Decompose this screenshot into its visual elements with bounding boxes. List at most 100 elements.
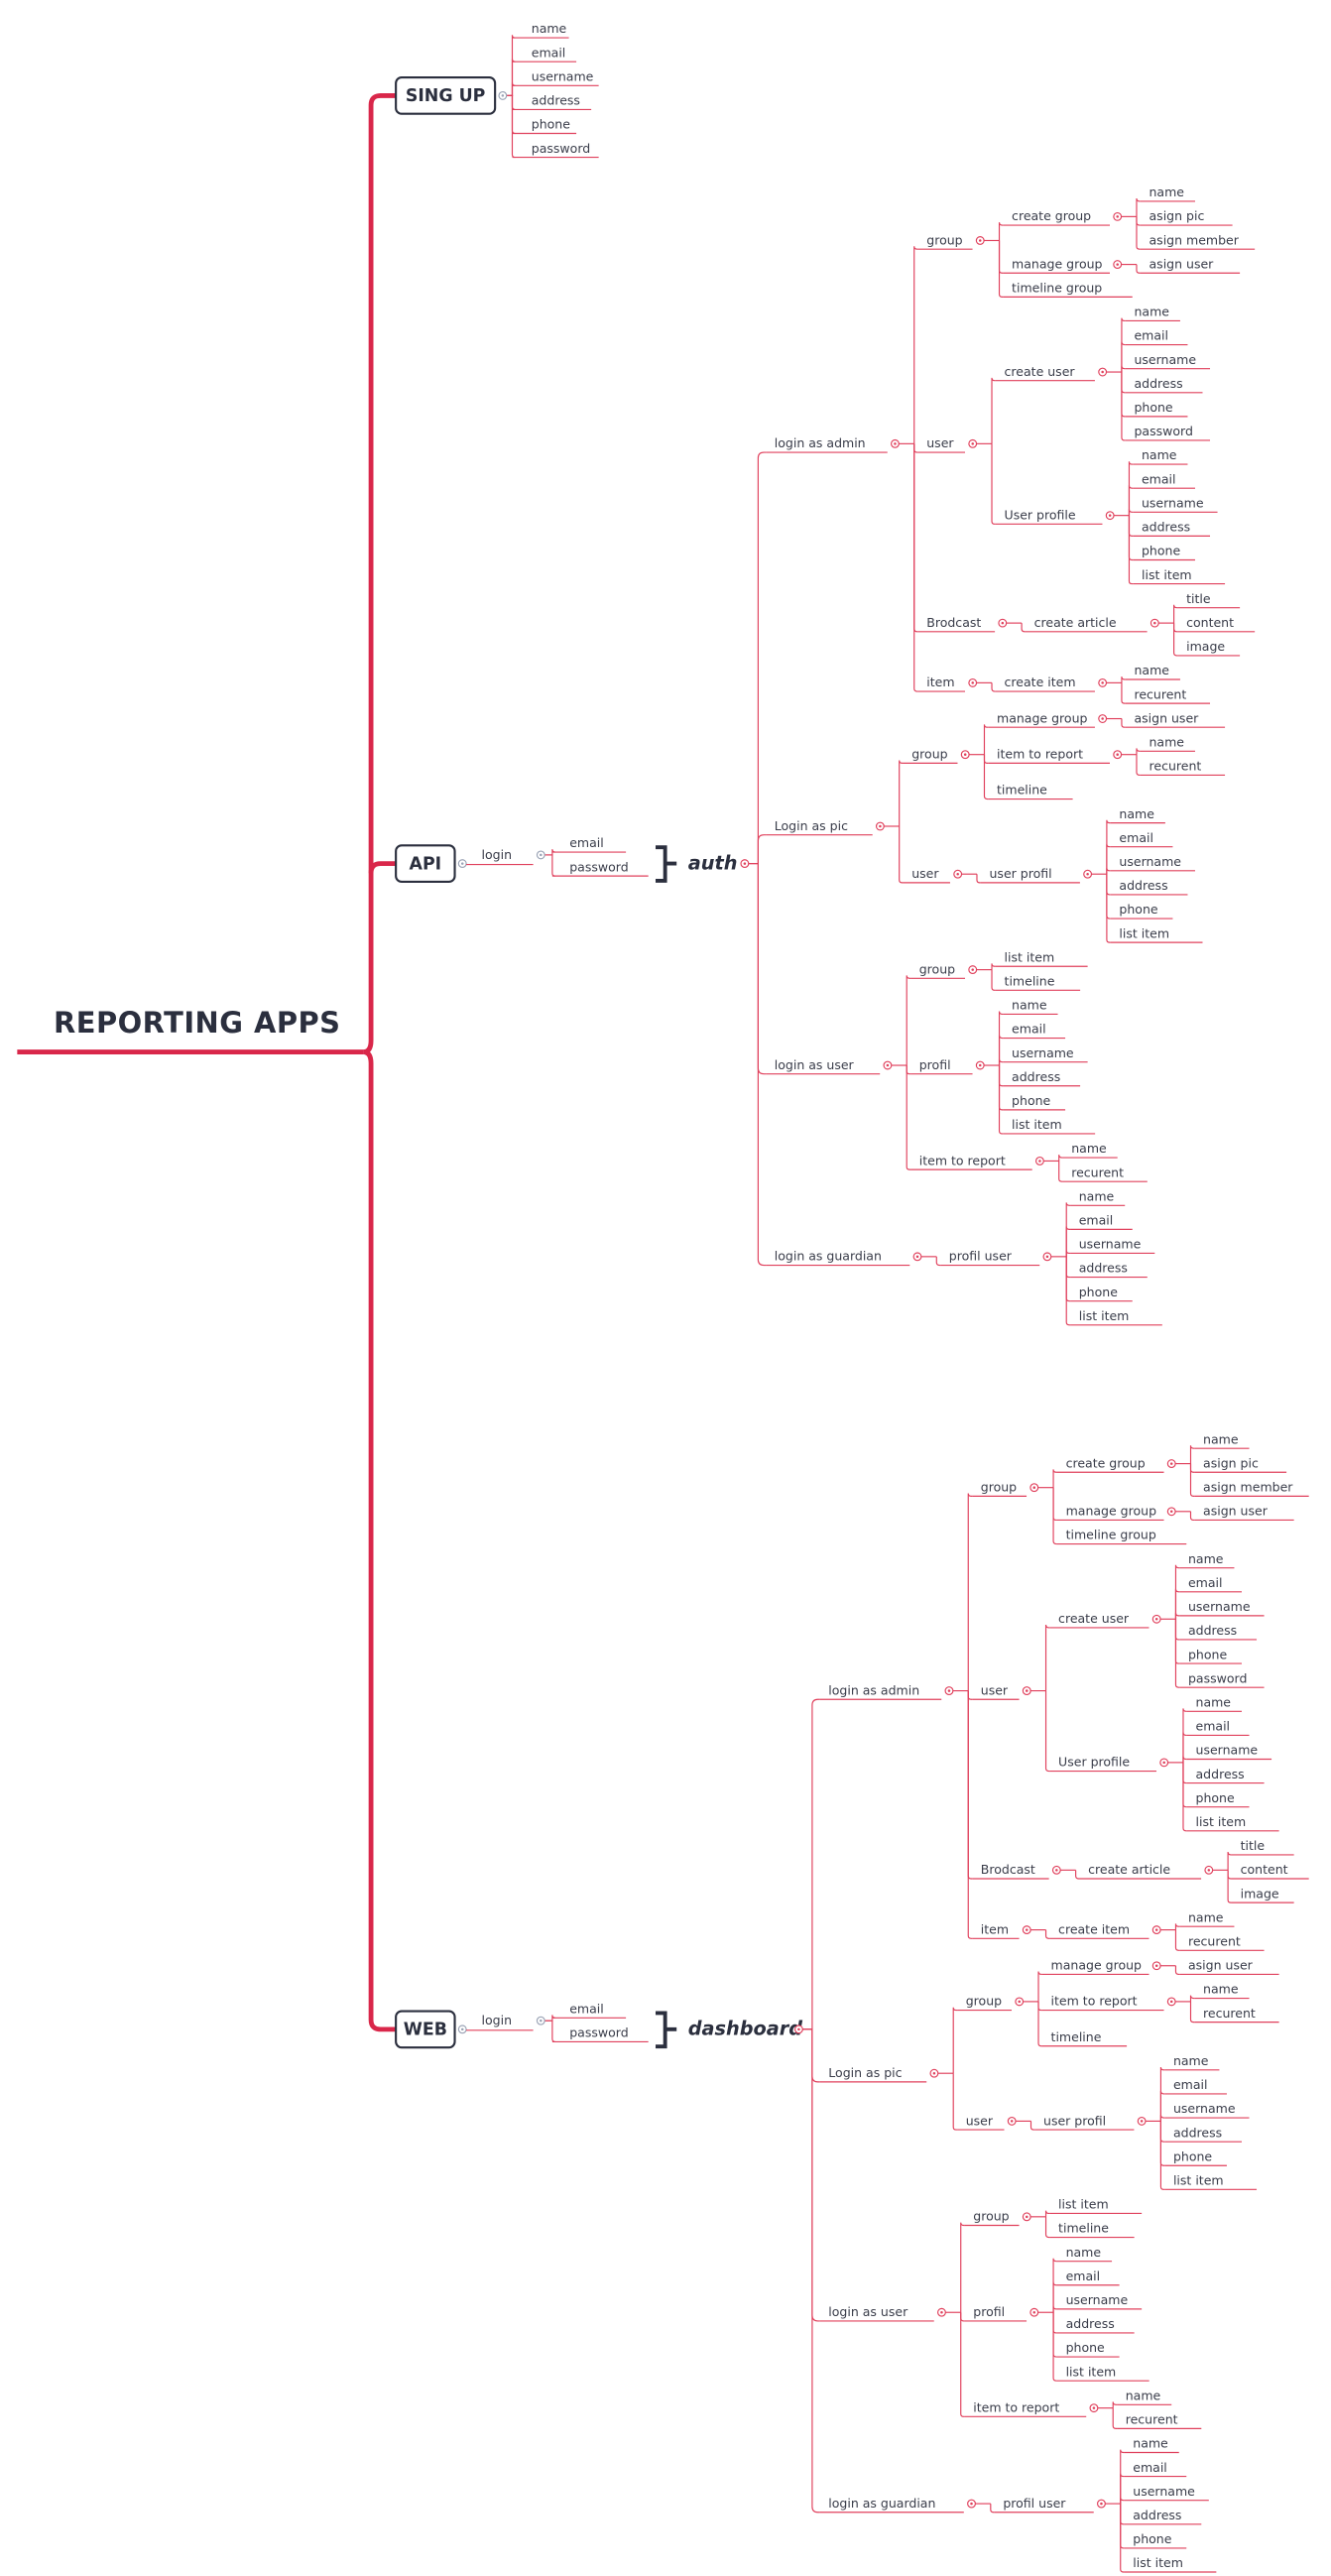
node-phone[interactable]: phone	[1079, 1285, 1118, 1299]
node-list-item[interactable]: list item	[1012, 1117, 1062, 1132]
node-profil[interactable]: profil	[919, 1057, 951, 1072]
node-name[interactable]: name	[1126, 2388, 1161, 2402]
branch-box-sing-up[interactable]	[395, 76, 497, 115]
node-email[interactable]: email	[569, 835, 604, 850]
node-email[interactable]: email	[1134, 328, 1168, 343]
node-profil[interactable]: profil	[973, 2304, 1005, 2319]
node-list-item[interactable]: list item	[1066, 2364, 1117, 2379]
node-name[interactable]: name	[1150, 734, 1185, 749]
node-timeline[interactable]: timeline	[1051, 2029, 1102, 2044]
node-name[interactable]: name	[1203, 1982, 1239, 1997]
node-password[interactable]: password	[569, 2025, 628, 2040]
node-timeline-group[interactable]: timeline group	[1066, 1528, 1156, 1542]
node-email[interactable]: email	[532, 45, 566, 60]
node-list-item[interactable]: list item	[1133, 2555, 1183, 2570]
node-password[interactable]: password	[532, 141, 590, 156]
node-recurent[interactable]: recurent	[1188, 1934, 1241, 1949]
node-name[interactable]: name	[1173, 2053, 1209, 2068]
node-create-user[interactable]: create user	[1058, 1611, 1130, 1626]
node-asign-user[interactable]: asign user	[1203, 1504, 1269, 1519]
node-list-item[interactable]: list item	[1005, 949, 1055, 964]
node-list-item[interactable]: list item	[1058, 2197, 1109, 2212]
node-create-group[interactable]: create group	[1012, 208, 1091, 223]
node-manage-group[interactable]: manage group	[1012, 256, 1102, 271]
node-title[interactable]: title	[1186, 591, 1211, 606]
summary-auth[interactable]: auth	[688, 851, 738, 874]
node-list-item[interactable]: list item	[1173, 2173, 1224, 2188]
node-name[interactable]: name	[1066, 2245, 1102, 2260]
node-email[interactable]: email	[1119, 830, 1153, 845]
node-address[interactable]: address	[1134, 376, 1182, 391]
node-phone[interactable]: phone	[1173, 2148, 1212, 2163]
node-list-item[interactable]: list item	[1196, 1814, 1247, 1829]
node-username[interactable]: username	[1173, 2101, 1236, 2116]
node-profil-user[interactable]: profil user	[949, 1249, 1013, 1264]
node-create-user[interactable]: create user	[1005, 364, 1076, 379]
node-name[interactable]: name	[1079, 1188, 1115, 1203]
node-item-to-report[interactable]: item to report	[973, 2400, 1059, 2415]
node-login[interactable]: login	[482, 2013, 513, 2027]
node-address[interactable]: address	[532, 93, 580, 108]
node-list-item[interactable]: list item	[1079, 1308, 1130, 1323]
node-email[interactable]: email	[1196, 1719, 1231, 1734]
node-item[interactable]: item	[981, 1921, 1009, 1936]
node-name[interactable]: name	[1134, 305, 1169, 319]
node-login-as-user[interactable]: login as user	[775, 1057, 855, 1072]
node-password[interactable]: password	[1134, 424, 1192, 438]
node-asign-user[interactable]: asign user	[1150, 256, 1215, 271]
node-password[interactable]: password	[1188, 1670, 1247, 1685]
node-group[interactable]: group	[926, 232, 962, 247]
node-login-as-admin[interactable]: login as admin	[775, 435, 866, 450]
node-group[interactable]: group	[981, 1480, 1017, 1495]
node-recurent[interactable]: recurent	[1134, 686, 1186, 701]
node-address[interactable]: address	[1188, 1623, 1237, 1638]
node-manage-group[interactable]: manage group	[997, 710, 1087, 725]
node-create-item[interactable]: create item	[1005, 675, 1076, 689]
node-title[interactable]: title	[1241, 1838, 1266, 1853]
node-address[interactable]: address	[1133, 2508, 1181, 2522]
node-login[interactable]: login	[482, 847, 513, 862]
node-phone[interactable]: phone	[1119, 902, 1157, 917]
node-email[interactable]: email	[1079, 1213, 1114, 1228]
node-image[interactable]: image	[1241, 1886, 1279, 1901]
node-address[interactable]: address	[1196, 1767, 1245, 1781]
node-login-as-pic[interactable]: Login as pic	[775, 818, 848, 833]
node-name[interactable]: name	[532, 21, 567, 36]
node-name[interactable]: name	[1188, 1551, 1224, 1566]
node-timeline[interactable]: timeline	[1005, 974, 1055, 989]
node-asign-user[interactable]: asign user	[1188, 1958, 1254, 1973]
node-email[interactable]: email	[1188, 1575, 1223, 1590]
node-user[interactable]: user	[981, 1682, 1009, 1697]
node-user[interactable]: user	[926, 435, 954, 450]
node-recurent[interactable]: recurent	[1071, 1165, 1124, 1179]
node-asign-pic[interactable]: asign pic	[1203, 1455, 1259, 1470]
summary-dashboard[interactable]: dashboard	[688, 2018, 803, 2040]
node-name[interactable]: name	[1150, 184, 1185, 199]
node-timeline[interactable]: timeline	[997, 783, 1047, 797]
node-profil-user[interactable]: profil user	[1003, 2496, 1066, 2511]
node-username[interactable]: username	[532, 68, 594, 83]
node-user[interactable]: user	[911, 866, 939, 881]
node-email[interactable]: email	[569, 2001, 604, 2016]
node-name[interactable]: name	[1142, 447, 1177, 462]
node-name[interactable]: name	[1196, 1694, 1232, 1709]
node-list-item[interactable]: list item	[1119, 925, 1169, 940]
node-username[interactable]: username	[1012, 1045, 1074, 1060]
node-user-profil[interactable]: user profil	[990, 866, 1052, 881]
node-create-article[interactable]: create article	[1088, 1862, 1170, 1877]
node-password[interactable]: password	[569, 859, 628, 874]
node-phone[interactable]: phone	[1142, 544, 1180, 558]
node-email[interactable]: email	[1066, 2269, 1101, 2283]
node-name[interactable]: name	[1203, 1431, 1239, 1446]
node-recurent[interactable]: recurent	[1126, 2412, 1178, 2427]
node-timeline-group[interactable]: timeline group	[1012, 281, 1102, 296]
node-name[interactable]: name	[1012, 998, 1047, 1013]
node-email[interactable]: email	[1142, 471, 1176, 486]
node-login-as-guardian[interactable]: login as guardian	[775, 1249, 882, 1264]
node-item-to-report[interactable]: item to report	[1051, 1994, 1138, 2009]
node-username[interactable]: username	[1196, 1743, 1259, 1758]
node-username[interactable]: username	[1133, 2484, 1195, 2499]
node-username[interactable]: username	[1066, 2292, 1129, 2307]
node-brodcast[interactable]: Brodcast	[981, 1862, 1035, 1877]
branch-box-api[interactable]	[395, 844, 456, 883]
